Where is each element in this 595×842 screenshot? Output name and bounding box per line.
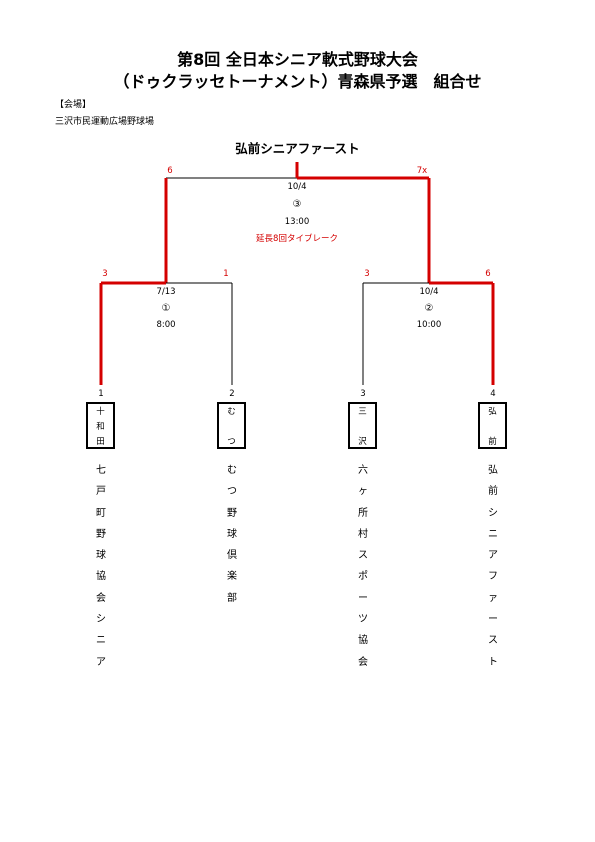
m1-score-left: 3 [102, 269, 108, 279]
team-seed: 2 [229, 389, 235, 399]
final-score-right: 7x [416, 166, 428, 176]
venue-label: 【会場】 [55, 100, 92, 110]
team-abbr-box: 弘 前 [478, 402, 507, 449]
final-note: 延長8回タイブレーク [256, 234, 338, 244]
final-time: 13:00 [284, 217, 310, 227]
venue-name: 三沢市民運動広場野球場 [55, 117, 155, 127]
m1-number: ① [161, 303, 171, 314]
team-seed: 1 [98, 389, 104, 399]
team-abbr-box: 十 和 田 [86, 402, 115, 449]
m1-date: 7/13 [156, 287, 176, 297]
final-date: 10/4 [287, 182, 307, 192]
m2-date: 10/4 [419, 287, 439, 297]
team-name-vertical: 弘前シニアファースト [488, 465, 498, 668]
team-name-vertical: むつ野球倶楽部 [227, 465, 237, 604]
team-name-vertical: 七戸町野球協会シニア [96, 465, 106, 668]
champion-name: 弘前シニアファースト [235, 141, 360, 156]
m2-time: 10:00 [416, 320, 442, 330]
m1-score-right: 1 [223, 269, 229, 279]
m2-number: ② [424, 303, 434, 314]
page-title: 第8回 全日本シニア軟式野球大会 [177, 50, 418, 69]
team-name-vertical: 六ヶ所村スポーツ協会 [358, 465, 368, 668]
team-abbr-box: 三 沢 [348, 402, 377, 449]
m1-time: 8:00 [156, 320, 176, 330]
team-seed: 4 [490, 389, 496, 399]
final-score-left: 6 [167, 166, 173, 176]
m2-score-right: 6 [485, 269, 491, 279]
team-seed: 3 [360, 389, 366, 399]
team-abbr-box: む つ [217, 402, 246, 449]
m2-score-left: 3 [364, 269, 370, 279]
page-subtitle: （ドゥクラッセトーナメント）青森県予選 組合せ [113, 72, 482, 91]
final-number: ③ [292, 199, 302, 210]
